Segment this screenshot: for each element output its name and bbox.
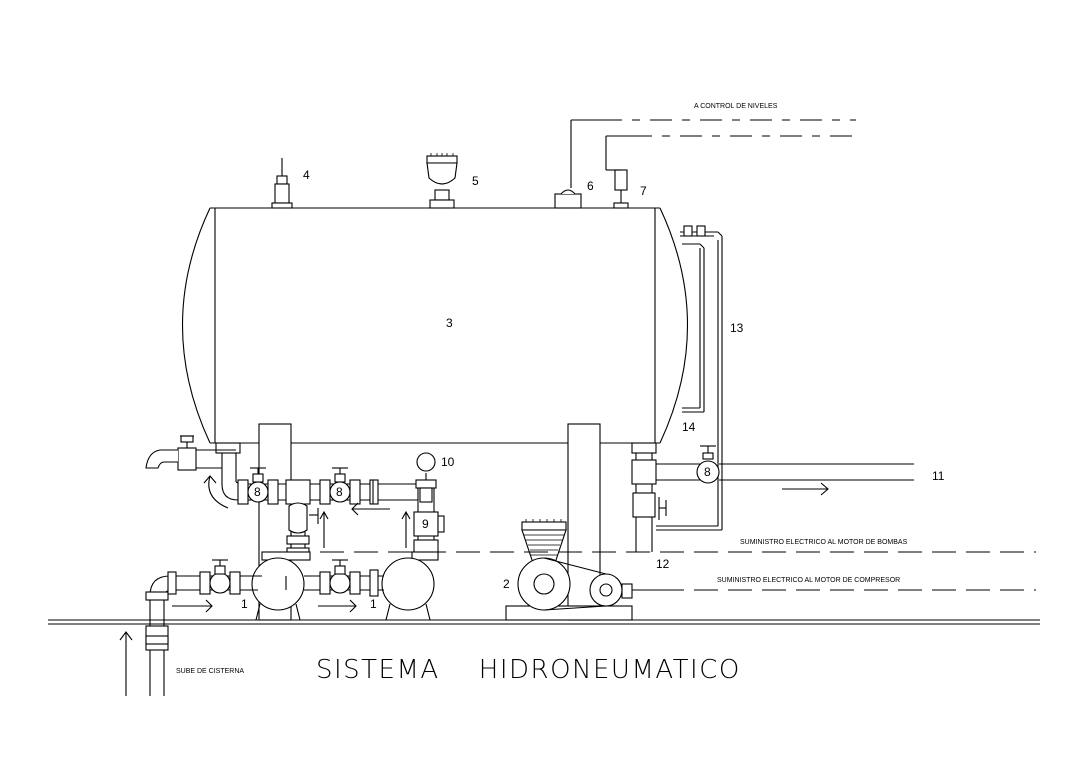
gauge-glass-14 [682, 243, 705, 413]
right-pump-riser [401, 452, 445, 557]
label-tank: 3 [446, 316, 453, 330]
tank-inlet-manifold [145, 435, 241, 509]
pump-left [251, 551, 311, 621]
label-gauge-10: 10 [441, 455, 455, 469]
label-item-12: 12 [656, 557, 670, 571]
fitting-6-level-sensor [554, 119, 856, 209]
label-item-4: 4 [303, 168, 310, 182]
label-pump-left: 1 [241, 597, 248, 611]
flow-arrow-cistern [119, 631, 133, 696]
flow-arrow-suction-1 [172, 599, 213, 613]
label-item-5: 5 [472, 174, 479, 188]
label-item-13: 13 [730, 321, 744, 335]
label-item-9: 9 [422, 517, 429, 531]
note-cistern: SUBE DE CISTERNA [176, 668, 244, 675]
fitting-7-switch [605, 135, 856, 209]
compressor-2 [505, 519, 660, 621]
pressure-tank [181, 207, 689, 444]
note-level-control: A CONTROL DE NIVELES [694, 103, 778, 110]
label-valve-8-a: 8 [254, 485, 261, 499]
flow-arrow-header [351, 502, 390, 516]
label-pump-right: 1 [370, 597, 377, 611]
side-pipe-13 [680, 225, 723, 530]
suction-pipe [145, 559, 384, 696]
drawing-title: SISTEMA HIDRONEUMATICO [316, 655, 741, 685]
label-item-7: 7 [640, 184, 647, 198]
label-valve-8-c: 8 [704, 465, 711, 479]
flow-arrow-outlet [782, 482, 829, 496]
fitting-5-air-vent [426, 153, 458, 209]
note-compressor-power: SUMINISTRO ELECTRICO AL MOTOR DE COMPRES… [717, 577, 900, 584]
flow-arrow-suction-2 [318, 599, 357, 613]
label-item-14: 14 [682, 420, 696, 434]
pump-right [381, 551, 439, 621]
discharge-header [237, 467, 418, 505]
discharge-pipe [631, 442, 914, 552]
label-item-6: 6 [587, 179, 594, 193]
label-valve-8-b: 8 [336, 485, 343, 499]
fitting-4 [271, 158, 293, 209]
ground-line [48, 619, 1040, 625]
left-pump-riser [286, 502, 329, 557]
label-compressor: 2 [503, 577, 510, 591]
label-outlet-11: 11 [932, 469, 945, 483]
note-pump-power: SUMINISTRO ELECTRICO AL MOTOR DE BOMBAS [740, 539, 908, 546]
